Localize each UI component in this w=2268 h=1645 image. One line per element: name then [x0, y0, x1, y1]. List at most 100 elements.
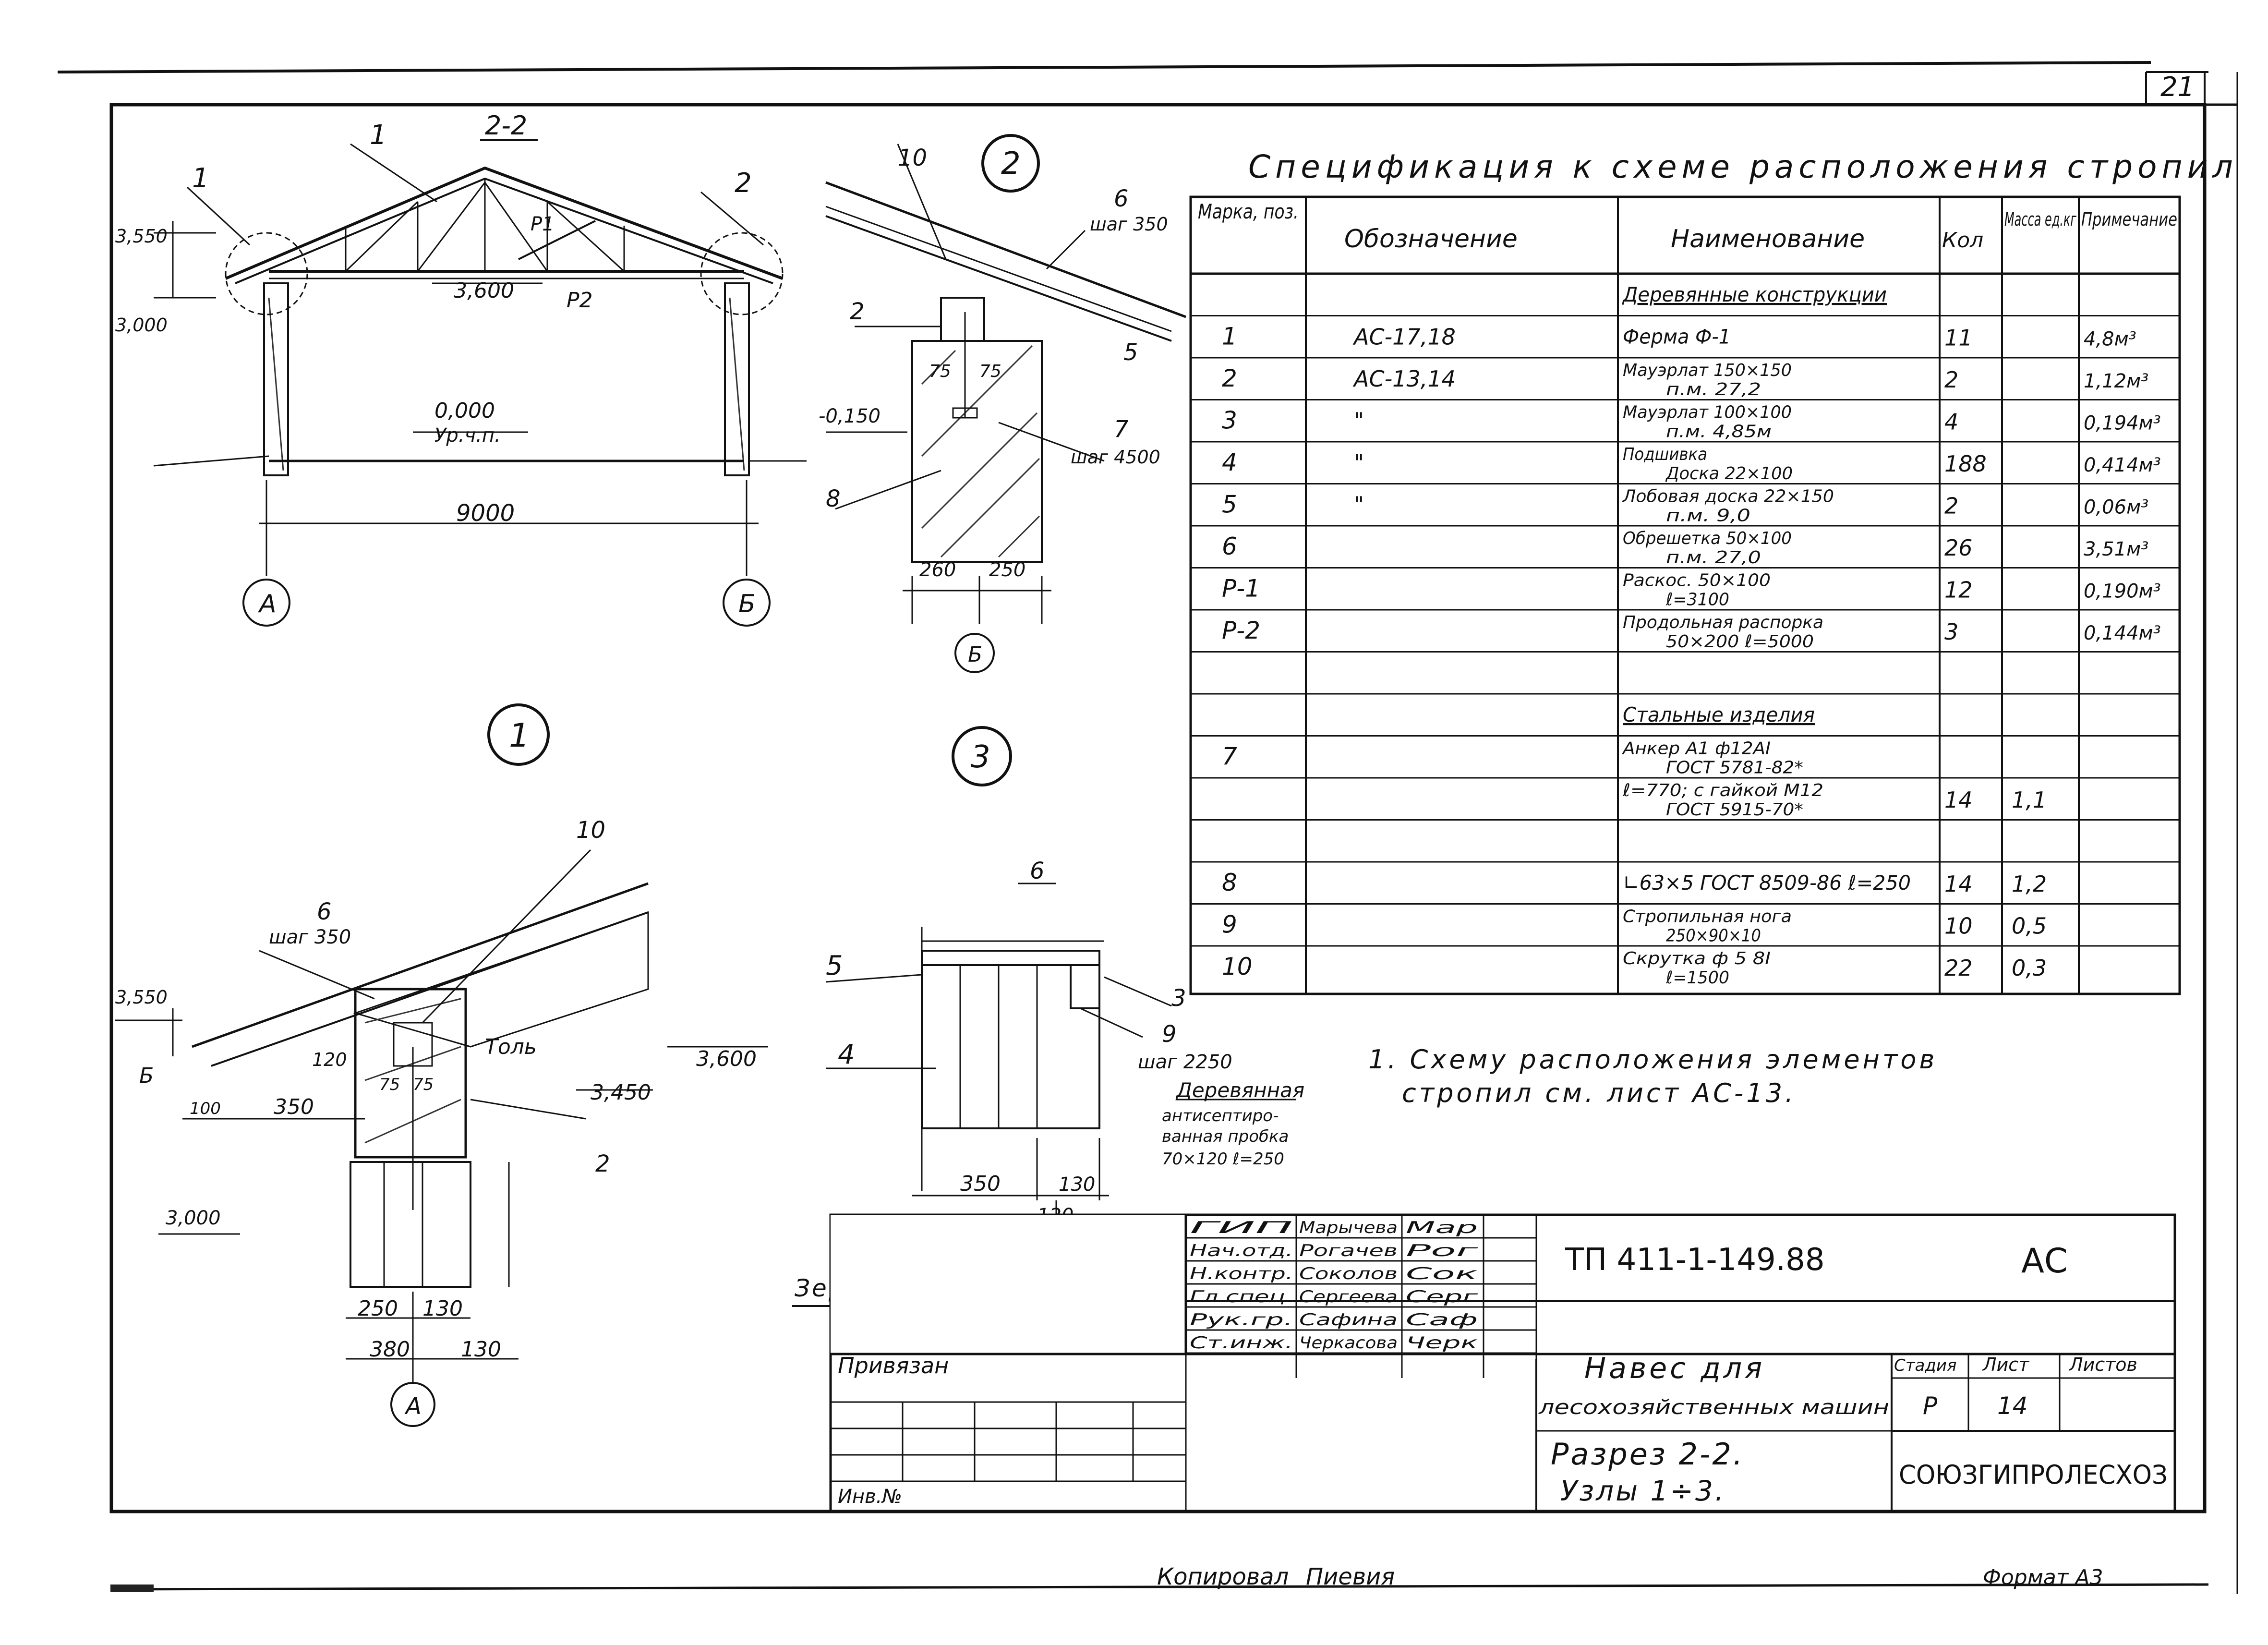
- stamp-signature: Саф: [1406, 1310, 1478, 1330]
- row-qty: 22: [1944, 955, 1973, 981]
- row-mass: 1,1: [2012, 787, 2047, 813]
- project-name: Навес для: [1584, 1352, 1765, 1385]
- row-pos: 8: [1222, 869, 1237, 896]
- row-note: 0,194м³: [2084, 412, 2161, 435]
- row-qty: 14: [1944, 787, 1973, 813]
- node-2-drawing: [825, 134, 1186, 673]
- title-block: [829, 1213, 2176, 1513]
- header-note: Примечание: [2081, 209, 2177, 230]
- node1-dim-380: 380: [370, 1337, 410, 1362]
- node1-dim-100: 100: [190, 1099, 221, 1118]
- organization: СОЮЗГИПРОЛЕСХОЗ: [1899, 1460, 2168, 1490]
- stamp-role: Гл.спец.: [1190, 1287, 1293, 1306]
- row-pos: Р-1: [1222, 575, 1260, 603]
- bound-label: Привязан: [838, 1353, 949, 1379]
- header-mark: Марка, поз.: [1198, 200, 1299, 223]
- s22-mark-2: 2: [735, 168, 752, 199]
- row-note: 3,51м³: [2084, 538, 2148, 560]
- stamp-signature: Черк: [1406, 1333, 1478, 1353]
- node3-number: 3: [971, 739, 990, 775]
- s22-elev-0000: 0,000: [434, 399, 495, 423]
- node1-elev-3000: 3,000: [166, 1207, 221, 1229]
- section-2-2-drawing: 2-2: [153, 110, 807, 627]
- row-qty: 26: [1944, 535, 1973, 561]
- row-qty: 4: [1944, 409, 1958, 435]
- node1-step: шаг 350: [269, 926, 351, 948]
- stamp-name: Соколов: [1299, 1264, 1398, 1283]
- format-label: Формат А3: [1983, 1565, 2103, 1590]
- row-name-2: п.м. 4,85м: [1666, 422, 1772, 442]
- row-note: 0,190м³: [2084, 581, 2161, 603]
- s22-elev-3600: 3,600: [454, 278, 514, 303]
- header-mass: Масса ед.кг: [2004, 209, 2077, 230]
- row-note: 1,12м³: [2084, 370, 2148, 392]
- row-pos: 2: [1222, 364, 1237, 392]
- row-pos: Р-2: [1222, 617, 1260, 644]
- row-mass: 0,3: [2012, 955, 2047, 981]
- node1-axis: А: [404, 1393, 422, 1420]
- node1-dim-130b: 130: [461, 1337, 501, 1362]
- node3-plug-2: антисептиро-: [1162, 1106, 1279, 1125]
- row-name-2: ГОСТ 5915-70*: [1666, 800, 1803, 820]
- node1-dim-250: 250: [358, 1296, 398, 1321]
- drawing-title-2: Узлы 1÷3.: [1560, 1475, 1725, 1507]
- row-mass: 1,2: [2012, 871, 2047, 897]
- row-note: 0,144м³: [2084, 622, 2161, 644]
- node2-dim-250: 250: [989, 559, 1025, 581]
- node2-mark-2: 2: [850, 298, 865, 325]
- row-name-2: п.м. 9,0: [1666, 506, 1750, 526]
- s22-axis-a: А: [258, 590, 277, 618]
- row-name-2: 250×90×10: [1666, 926, 1761, 946]
- node1-mark-b: Б: [139, 1064, 154, 1088]
- header-qty: Кол: [1942, 228, 1983, 253]
- row-name-2: ℓ=1500: [1665, 968, 1729, 988]
- inventory-label: Инв.№: [838, 1486, 902, 1508]
- stamp-name: Сафина: [1299, 1310, 1398, 1330]
- stamp-signature: Рог: [1406, 1241, 1479, 1260]
- stage-value: Р: [1923, 1392, 1938, 1420]
- doc-code: ТП 411-1-149.88: [1565, 1242, 1825, 1278]
- s22-mark-1a: 1: [192, 163, 209, 194]
- copier-name: Пиевия: [1306, 1563, 1395, 1590]
- node3-mark-6: 6: [1030, 858, 1045, 884]
- row-qty: 188: [1944, 451, 1987, 477]
- node3-plug-4: 70×120 ℓ=250: [1162, 1149, 1284, 1169]
- row-name: Ферма Ф-1: [1623, 325, 1731, 349]
- header-name: Наименование: [1671, 225, 1865, 254]
- node2-step-350: шаг 350: [1090, 214, 1168, 235]
- sheets-header: Листов: [2068, 1354, 2137, 1375]
- row-name: Продольная распорка: [1623, 613, 1823, 632]
- stamp-name: Марычева: [1299, 1218, 1398, 1237]
- row-name-2: п.м. 27,0: [1666, 548, 1761, 568]
- stage-header: Стадия: [1894, 1356, 1956, 1375]
- row-qty: 14: [1944, 871, 1973, 897]
- drawing-title: Разрез 2-2.: [1551, 1437, 1745, 1472]
- row-name: Обрешетка 50×100: [1623, 529, 1792, 548]
- node3-mark-3: 3: [1171, 985, 1186, 1012]
- node1-mark-10: 10: [576, 817, 605, 844]
- node3-dim-130: 130: [1059, 1173, 1095, 1196]
- row-pos: 6: [1222, 532, 1237, 560]
- row-name: Лобовая доска 22×150: [1622, 487, 1834, 507]
- row-name: Мауэрлат 150×150: [1623, 361, 1792, 380]
- page-number: 21: [2160, 72, 2195, 103]
- row-name-2: п.м. 27,2: [1666, 380, 1761, 399]
- project-name-2: лесохозяйственных машин: [1538, 1395, 1889, 1419]
- note-line1: 1. Схему расположения элементов: [1368, 1044, 1937, 1075]
- header-designation: Обозначение: [1344, 225, 1518, 254]
- node3-step: шаг 2250: [1138, 1051, 1232, 1073]
- row-name: ℓ=770; с гайкой М12: [1622, 781, 1823, 800]
- row-name-2: Доска 22×100: [1665, 464, 1793, 484]
- node1-number: 1: [509, 717, 530, 755]
- stamp-name: Рогачев: [1299, 1241, 1398, 1260]
- s22-elev-3000: 3,000: [115, 314, 168, 336]
- stamp-role: Ст.инж.: [1190, 1333, 1293, 1353]
- node3-mark-4: 4: [838, 1039, 855, 1070]
- node1-dim-120: 120: [312, 1049, 347, 1070]
